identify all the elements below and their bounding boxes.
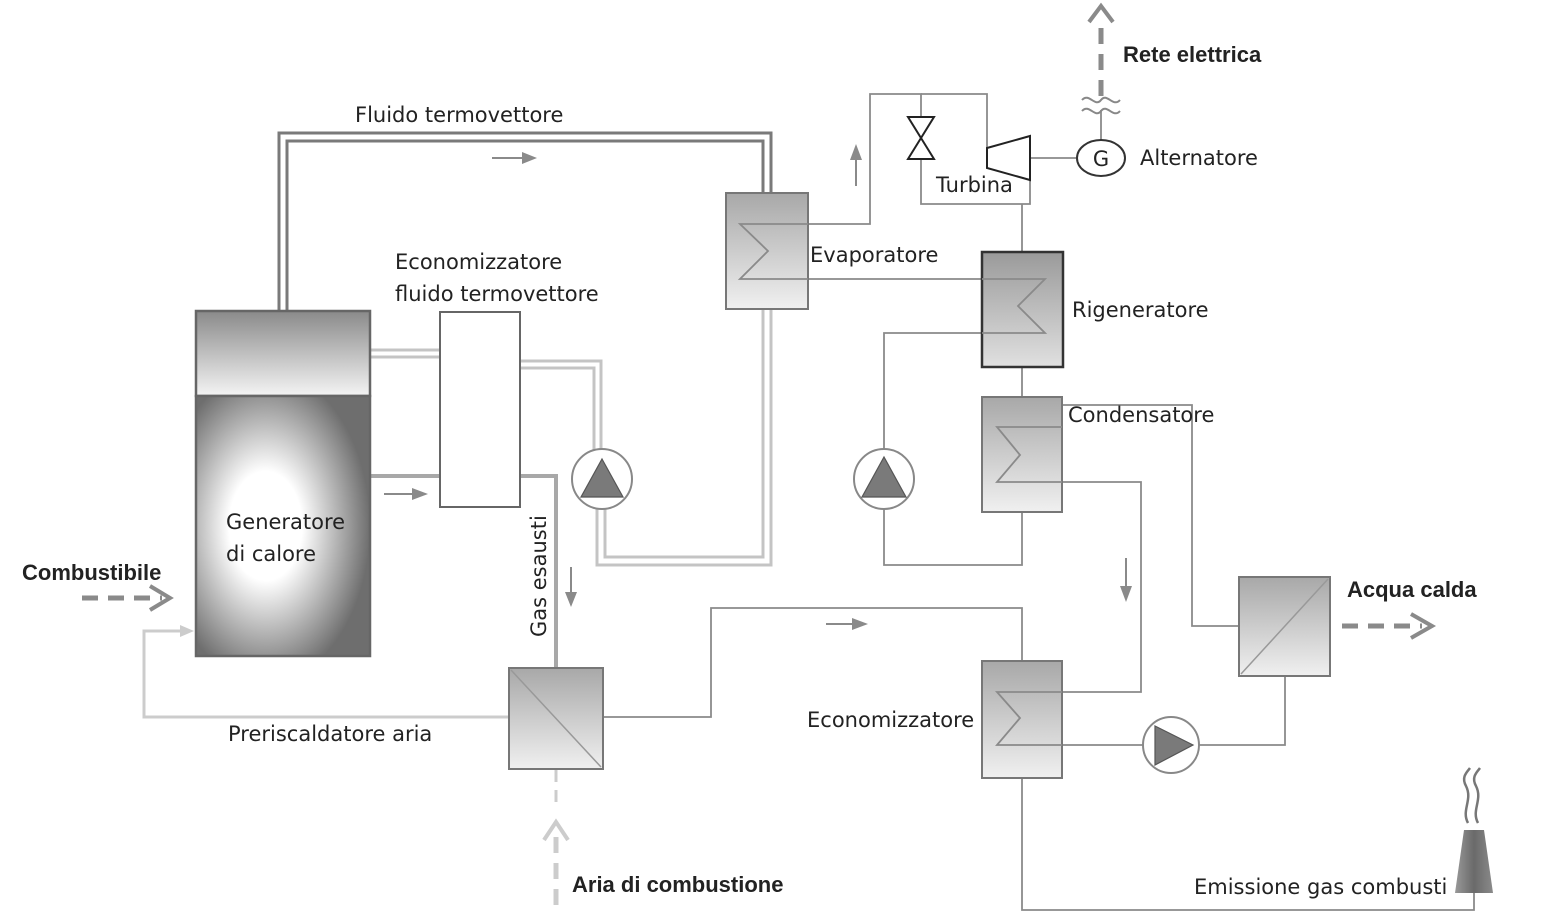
- label-economizzatore-ft-2: fluido termovettore: [395, 282, 599, 306]
- air-inlet-arrowhead: [180, 625, 194, 637]
- label-economizzatore: Economizzatore: [807, 708, 974, 732]
- label-economizzatore-ft-1: Economizzatore: [395, 250, 562, 274]
- label-generatore-2: di calore: [226, 542, 316, 566]
- dashed-io-arrowheads: [148, 2, 1437, 842]
- thermal-oil-loop: [277, 131, 773, 567]
- water-pump: [1142, 716, 1200, 774]
- label-turbina: Turbina: [935, 173, 1013, 197]
- label-acqua-calda: Acqua calda: [1347, 577, 1477, 602]
- combustion-air-path: [142, 629, 558, 805]
- bypass-valve-icon: [906, 116, 936, 160]
- label-condensatore: Condensatore: [1068, 403, 1214, 427]
- flow-arrows: [384, 144, 1132, 630]
- thermal-oil-economizer: [439, 311, 521, 508]
- regenerator: [980, 250, 1065, 369]
- economizer: [981, 660, 1063, 779]
- label-combustibile: Combustibile: [22, 560, 161, 585]
- exhaust-gas-path: [370, 474, 558, 668]
- label-emissione-gas-combusti: Emissione gas combusti: [1194, 875, 1447, 899]
- alternator-icon: G: [1076, 139, 1126, 177]
- label-aria-di-combustione: Aria di combustione: [572, 872, 783, 897]
- chimney-icon: [1455, 767, 1493, 893]
- condenser: [981, 396, 1063, 513]
- thermal-oil-pump: [571, 448, 633, 510]
- air-preheater: [508, 667, 604, 770]
- label-generatore-1: Generatore: [226, 510, 345, 534]
- heat-generator: [194, 309, 372, 658]
- alternator-symbol: G: [1093, 147, 1109, 171]
- label-rigeneratore: Rigeneratore: [1072, 298, 1209, 322]
- dashed-io-arrows: [82, 22, 1422, 905]
- label-rete-elettrica: Rete elettrica: [1123, 42, 1262, 67]
- label-evaporatore: Evaporatore: [810, 243, 938, 267]
- label-preriscaldatore-aria: Preriscaldatore aria: [228, 722, 432, 746]
- label-fluido-termovettore: Fluido termovettore: [355, 103, 563, 127]
- orc-feed-pump: [853, 448, 915, 510]
- label-alternatore: Alternatore: [1140, 146, 1258, 170]
- turbine-icon: [986, 134, 1031, 182]
- ac-symbol-icon: [1081, 96, 1121, 115]
- label-gas-esausti: Gas esausti: [527, 515, 551, 637]
- hot-water-exchanger: [1238, 576, 1331, 677]
- evaporator: [725, 192, 809, 310]
